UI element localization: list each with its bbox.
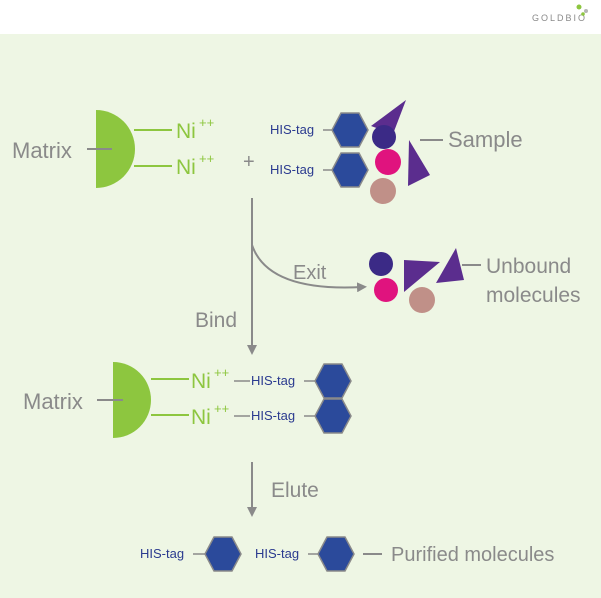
header-bar bbox=[0, 0, 601, 34]
matrix-label-bound: Matrix bbox=[23, 389, 83, 414]
contaminant-triangle-icon bbox=[371, 100, 406, 134]
ni-label: Ni bbox=[176, 120, 196, 143]
purified-hexagon-icon bbox=[204, 536, 242, 572]
unbound-circle-icon bbox=[369, 252, 393, 276]
logo-dot-icon bbox=[576, 4, 582, 10]
unbound-label-line1: Unbound bbox=[486, 255, 571, 278]
logo-dot-icon bbox=[581, 12, 585, 16]
ni-charge-label: ++ bbox=[214, 401, 229, 416]
exit-arrow bbox=[251, 244, 367, 293]
contaminant-circle-icon bbox=[372, 125, 396, 149]
ni-charge-label: ++ bbox=[214, 365, 229, 380]
his-tag-label: HIS-tag bbox=[140, 546, 184, 561]
contaminant-circle-icon bbox=[375, 149, 401, 175]
logo-dot-icon bbox=[584, 9, 588, 13]
ni-charge-label: ++ bbox=[199, 151, 214, 166]
goldbio-logo: GOLDBIO bbox=[531, 13, 587, 23]
contaminant-triangle-icon bbox=[408, 140, 430, 186]
purified-hexagon-icon bbox=[317, 536, 355, 572]
sample-label: Sample bbox=[448, 127, 523, 152]
unbound-triangle-icon bbox=[404, 260, 440, 292]
protein-hexagon-icon bbox=[331, 152, 369, 188]
protein-hexagon-icon bbox=[314, 398, 352, 434]
his-tag-label: HIS-tag bbox=[255, 546, 299, 561]
unbound-triangle-icon bbox=[436, 248, 464, 283]
ni-label: Ni bbox=[191, 370, 211, 393]
his-tag-label: HIS-tag bbox=[251, 408, 295, 423]
purified-molecules-label: Purified molecules bbox=[391, 544, 554, 566]
contaminant-circle-icon bbox=[370, 178, 396, 204]
his-tag-label: HIS-tag bbox=[270, 122, 314, 137]
matrix-label-top: Matrix bbox=[12, 138, 72, 163]
protein-hexagon-icon bbox=[314, 363, 352, 399]
ni-label: Ni bbox=[191, 406, 211, 429]
matrix-shape-top bbox=[96, 110, 135, 188]
elute-label: Elute bbox=[271, 479, 319, 502]
his-tag-label: HIS-tag bbox=[270, 162, 314, 177]
unbound-label-line2: molecules bbox=[486, 284, 581, 307]
exit-label: Exit bbox=[293, 262, 327, 284]
bind-label: Bind bbox=[195, 309, 237, 332]
matrix-shape-bound bbox=[113, 362, 151, 438]
protein-hexagon-icon bbox=[331, 112, 369, 148]
ni-charge-label: ++ bbox=[199, 115, 214, 130]
plus-sign: + bbox=[243, 151, 255, 173]
unbound-circle-icon bbox=[409, 287, 435, 313]
ni-label: Ni bbox=[176, 156, 196, 179]
unbound-circle-icon bbox=[374, 278, 398, 302]
his-tag-label: HIS-tag bbox=[251, 373, 295, 388]
